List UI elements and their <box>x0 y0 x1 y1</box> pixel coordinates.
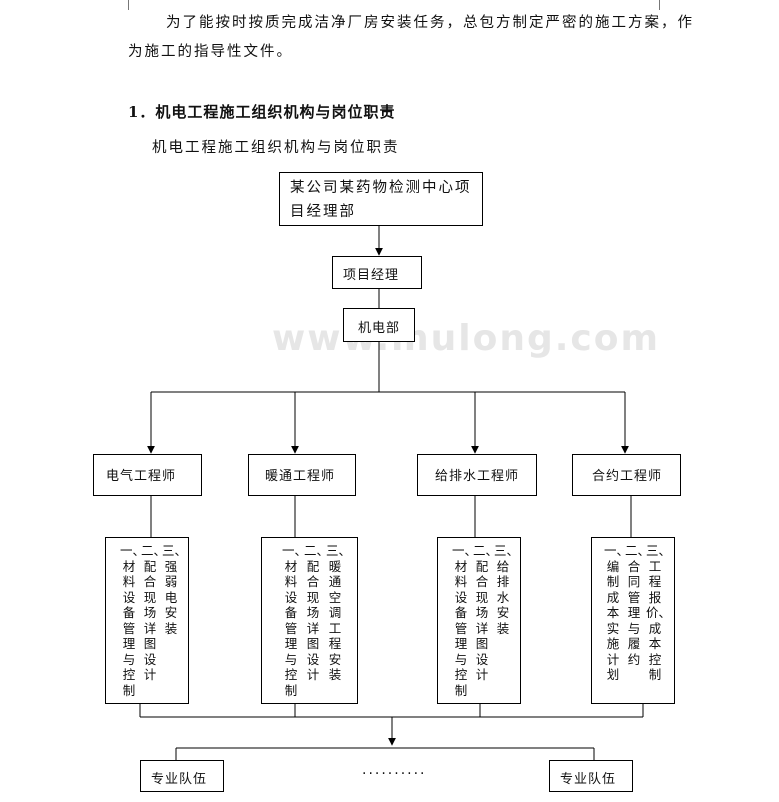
duty-item: 三、给排水安装 <box>494 543 520 636</box>
electrical-engineer-box: 电气工程师 <box>93 454 202 496</box>
duty-item: 三、暖通空调工程安装 <box>326 543 352 682</box>
contract-engineer-label: 合约工程师 <box>592 469 663 484</box>
contract-engineer-box: 合约工程师 <box>572 454 681 496</box>
electrical-engineer-label: 电气工程师 <box>106 469 177 484</box>
intro-line-1: 为了能按时按质完成洁净厂房安装任务，总包方制定严密的施工方案，作 <box>166 15 694 31</box>
project-department-label: 某公司某药物检测中心项目经理部 <box>290 180 472 220</box>
project-manager-box: 项目经理 <box>332 256 422 289</box>
mep-department-label: 机电部 <box>358 321 401 336</box>
team-box-left: 专业队伍 <box>140 760 224 792</box>
ellipsis: ·········· <box>362 766 427 782</box>
team-label: 专业队伍 <box>151 772 208 787</box>
hvac-engineer-label: 暖通工程师 <box>265 469 336 484</box>
duty-item: 二、合同管理与履约 <box>625 543 651 667</box>
plumbing-engineer-label: 给排水工程师 <box>435 469 520 484</box>
mep-department-box: 机电部 <box>343 308 415 342</box>
duty-item: 一、材料设备管理与控制 <box>452 543 478 698</box>
electrical-duties-box: 一、材料设备管理与控制 二、配合现场详图设计 三、强弱电安装 <box>105 537 189 704</box>
team-label: 专业队伍 <box>560 772 617 787</box>
duty-item: 二、配合现场详图设计 <box>141 543 167 682</box>
section-subheading: 机电工程施工组织机构与岗位职责 <box>152 140 400 156</box>
section-heading: 1．机电工程施工组织机构与岗位职责 <box>128 103 396 121</box>
watermark: www.mulong.com <box>272 318 661 359</box>
intro-line-2: 为施工的指导性文件。 <box>128 44 293 60</box>
crop-mark-right <box>659 0 660 10</box>
duty-item: 一、材料设备管理与控制 <box>282 543 308 698</box>
project-department-box: 某公司某药物检测中心项目经理部 <box>279 172 483 226</box>
hvac-engineer-box: 暖通工程师 <box>248 454 356 496</box>
duty-item: 三、工程报价、成本控制 <box>646 543 672 682</box>
contract-duties-box: 一、编制成本实施计划 二、合同管理与履约 三、工程报价、成本控制 <box>591 537 675 704</box>
duty-item: 二、配合现场详图设计 <box>304 543 330 682</box>
crop-mark-left <box>128 0 129 10</box>
duty-item: 一、材料设备管理与控制 <box>120 543 146 698</box>
duty-item: 一、编制成本实施计划 <box>604 543 630 682</box>
project-manager-label: 项目经理 <box>343 268 400 283</box>
duty-item: 三、强弱电安装 <box>162 543 188 636</box>
team-box-right: 专业队伍 <box>549 760 633 792</box>
plumbing-duties-box: 一、材料设备管理与控制 二、配合现场详图设计 三、给排水安装 <box>437 537 521 704</box>
plumbing-engineer-box: 给排水工程师 <box>417 454 537 496</box>
hvac-duties-box: 一、材料设备管理与控制 二、配合现场详图设计 三、暖通空调工程安装 <box>261 537 358 704</box>
duty-item: 二、配合现场详图设计 <box>473 543 499 682</box>
